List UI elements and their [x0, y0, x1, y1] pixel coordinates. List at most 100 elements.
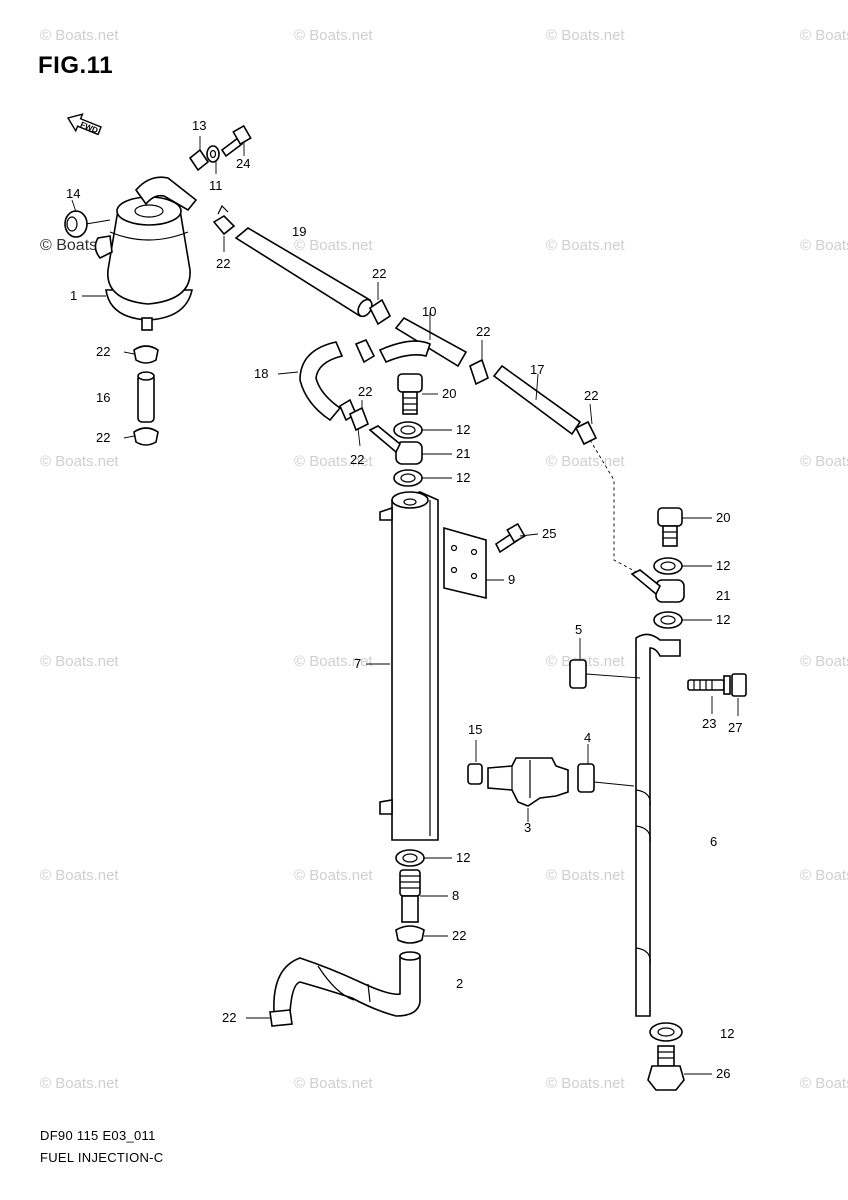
clamp-22	[395, 925, 425, 944]
callout-12: 12	[716, 612, 730, 627]
watermark-layer: © Boats.net © Boats.net © Boats.net © Bo…	[40, 27, 848, 1092]
callout-12: 12	[456, 470, 470, 485]
hose-2	[273, 951, 421, 1017]
seal-15	[467, 763, 483, 785]
callout-24: 24	[236, 156, 250, 171]
washer-12	[653, 611, 683, 629]
diagram-code: DF90 115 E03_011	[40, 1128, 156, 1143]
watermark-text: © Boats.net	[40, 27, 119, 44]
watermark-text: © Boats.net	[800, 1075, 848, 1092]
callout-6: 6	[710, 834, 717, 849]
callout-3: 3	[524, 820, 531, 835]
plate-9	[443, 526, 487, 600]
callout-22: 22	[96, 430, 110, 445]
watermark-text: © Boats.net	[546, 867, 625, 884]
collar-13	[188, 148, 210, 172]
hose-routing-line	[589, 439, 641, 575]
fuel-filter	[64, 176, 198, 331]
watermark-text: © Boats.net	[40, 453, 119, 470]
callout-22: 22	[358, 384, 372, 399]
watermark-text: © Boats.net	[546, 1075, 625, 1092]
joint-10	[378, 316, 468, 368]
watermark-text: © Boats.net	[800, 867, 848, 884]
clamp-22	[574, 420, 598, 446]
hose-17	[492, 364, 582, 436]
callout-19: 19	[292, 224, 306, 239]
leader-lines	[71, 136, 739, 1075]
callout-4: 4	[584, 730, 591, 745]
watermark-text: © Boats.net	[800, 27, 848, 44]
forward-arrow-label: FWD	[79, 120, 99, 135]
watermark-text: © Boats.net	[40, 653, 119, 670]
fuel-rail-6	[635, 633, 681, 1017]
callout-27: 27	[728, 720, 742, 735]
watermark-text: © Boats.net	[294, 27, 373, 44]
watermark-text: © Boats.net	[800, 653, 848, 670]
callout-20: 20	[442, 386, 456, 401]
callout-14: 14	[66, 186, 80, 201]
callout-10: 10	[422, 304, 436, 319]
bolt-23	[687, 675, 731, 695]
clamp-22	[133, 345, 159, 364]
washer-11	[206, 145, 220, 163]
forward-arrow-icon: FWD	[66, 113, 102, 136]
washer-12	[393, 421, 423, 439]
watermark-text: © Boats.net	[40, 867, 119, 884]
fitting-8	[399, 869, 421, 923]
callout-12: 12	[456, 422, 470, 437]
watermark-text: © Boats.net	[294, 453, 373, 470]
union-bolt-20	[657, 507, 683, 547]
diagram-name: FUEL INJECTION-C	[40, 1150, 164, 1165]
callout-22: 22	[476, 324, 490, 339]
watermark-text: © Boats.net	[546, 453, 625, 470]
callout-22: 22	[372, 266, 386, 281]
watermark-text: © Boats.net	[294, 1075, 373, 1092]
callout-1: 1	[70, 288, 77, 303]
callout-22: 22	[584, 388, 598, 403]
callout-11: 11	[209, 178, 223, 193]
washer-12	[649, 1022, 683, 1042]
hose-19	[234, 227, 373, 318]
watermark-text: © Boats.net	[800, 453, 848, 470]
watermark-text: © Boats.net	[546, 27, 625, 44]
callout-5: 5	[575, 622, 582, 637]
injector-3	[487, 757, 569, 807]
callout-23: 23	[702, 716, 716, 731]
clamp-22	[348, 406, 370, 432]
washer-12	[395, 849, 425, 867]
watermark-text: © Boats.net	[294, 867, 373, 884]
callout-18: 18	[254, 366, 268, 381]
union-21	[368, 425, 423, 465]
clamp-22	[212, 204, 236, 236]
clamp-22	[354, 338, 376, 364]
watermark-text: © Boats.net	[294, 237, 373, 254]
callout-7: 7	[354, 656, 361, 671]
callout-15: 15	[468, 722, 482, 737]
clamp-22	[269, 1009, 293, 1027]
clamp-22	[469, 358, 489, 386]
callout-22: 22	[216, 256, 230, 271]
callout-20: 20	[716, 510, 730, 525]
union-bolt-20	[397, 373, 423, 415]
callout-labels: 13 24 11 14 19 22 22 1 10 22 22 16 22 18…	[66, 118, 742, 1081]
washer-12	[393, 469, 423, 487]
callout-22: 22	[222, 1010, 236, 1025]
watermark-text: © Boats.net	[800, 237, 848, 254]
watermark-text: © Boats.net	[40, 1075, 119, 1092]
watermark-text: © Boats.net	[546, 237, 625, 254]
callout-25: 25	[542, 526, 556, 541]
clamp-22	[133, 427, 159, 446]
hose-18	[299, 341, 344, 422]
callout-21: 21	[456, 446, 470, 461]
callout-12: 12	[716, 558, 730, 573]
hose-16	[137, 371, 155, 423]
callout-8: 8	[452, 888, 459, 903]
fuel-rail-7	[379, 491, 439, 841]
watermark-text: © Boats.net	[294, 653, 373, 670]
bolt-26	[647, 1045, 685, 1091]
clamp-22	[368, 298, 392, 326]
clip-4	[577, 763, 635, 793]
callout-16: 16	[96, 390, 110, 405]
callout-13: 13	[192, 118, 206, 133]
